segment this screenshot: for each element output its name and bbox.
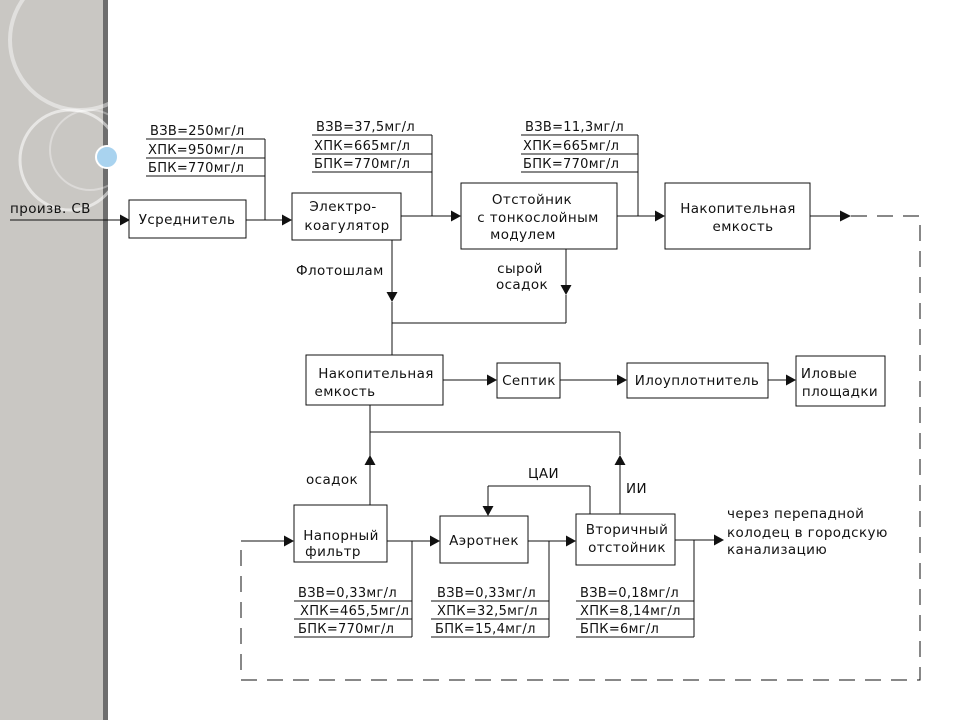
svg-text:ХПК=8,14мг/л: ХПК=8,14мг/л	[580, 604, 681, 619]
aerotank-label: Аэротнек	[449, 533, 519, 549]
svg-text:ХПК=665мг/л: ХПК=665мг/л	[314, 139, 410, 154]
pressure-filter-label-1: Напорный	[303, 528, 379, 544]
raw-sediment-label-2: осадок	[496, 277, 548, 293]
bubble-icon	[95, 145, 119, 169]
cai-label: ЦАИ	[528, 466, 559, 482]
storage-mid-label-2: емкость	[315, 384, 376, 400]
svg-text:БПК=770мг/л: БПК=770мг/л	[148, 161, 244, 176]
pressure-filter-label-2: фильтр	[305, 544, 361, 560]
storage-top-label-2: емкость	[713, 219, 774, 235]
outlet-label-3: канализацию	[727, 542, 827, 558]
electrocoagulator-label-1: Электро-	[309, 199, 376, 215]
sludge-thickener-box	[626, 362, 769, 399]
svg-text:БПК=770мг/л: БПК=770мг/л	[314, 157, 410, 172]
svg-text:ВЗВ=37,5мг/л: ВЗВ=37,5мг/л	[316, 120, 415, 135]
sediment-label: осадок	[306, 472, 358, 488]
settler-box	[460, 182, 618, 250]
storage-top-box	[664, 182, 811, 250]
svg-text:БПК=770мг/л: БПК=770мг/л	[298, 622, 394, 637]
sludge-thickener-label: Илоуплотнитель	[635, 373, 760, 389]
flotosludge-label: Флотошлам	[296, 263, 384, 279]
svg-text:ХПК=465,5мг/л: ХПК=465,5мг/л	[300, 604, 409, 619]
settler-label-3: модулем	[490, 227, 556, 243]
septic-box	[496, 362, 561, 399]
decorative-sidebar	[0, 0, 152, 720]
secondary-settler-label-2: отстойник	[588, 540, 666, 556]
params-top2: ВЗВ=37,5мг/л ХПК=665мг/л БПК=770мг/л	[312, 120, 433, 216]
input-label: произв. СВ	[10, 201, 91, 217]
params-top1: ВЗВ=250мг/л ХПК=950мг/л БПК=770мг/л	[146, 124, 266, 220]
raw-sediment-label-1: сырой	[497, 261, 543, 277]
params-bot1: ВЗВ=0,33мг/л ХПК=465,5мг/л БПК=770мг/л	[294, 541, 413, 638]
outlet-label-1: через перепадной	[727, 506, 864, 522]
params-bot3: ВЗВ=0,18мг/л ХПК=8,14мг/л БПК=6мг/л	[576, 540, 695, 638]
sludge-beds-box	[795, 355, 886, 407]
electrocoagulator-box	[291, 192, 402, 241]
averager-box	[128, 199, 247, 239]
svg-text:ХПК=32,5мг/л: ХПК=32,5мг/л	[437, 604, 538, 619]
septic-label: Септик	[502, 373, 556, 389]
svg-text:ВЗВ=0,18мг/л: ВЗВ=0,18мг/л	[580, 586, 679, 601]
svg-text:ХПК=950мг/л: ХПК=950мг/л	[148, 143, 244, 158]
pressure-filter-box	[293, 504, 388, 563]
svg-text:ХПК=665мг/л: ХПК=665мг/л	[523, 139, 619, 154]
secondary-settler-box	[575, 513, 676, 566]
params-top3: ВЗВ=11,3мг/л ХПК=665мг/л БПК=770мг/л	[521, 120, 639, 216]
settler-label-1: Отстойник	[492, 192, 572, 208]
ii-label: ИИ	[626, 481, 647, 497]
secondary-settler-label-1: Вторичный	[586, 522, 669, 538]
sludge-beds-label-2: площадки	[802, 384, 878, 400]
svg-text:ВЗВ=0,33мг/л: ВЗВ=0,33мг/л	[298, 586, 397, 601]
aerotank-box	[439, 515, 529, 564]
svg-text:ВЗВ=0,33мг/л: ВЗВ=0,33мг/л	[437, 586, 536, 601]
storage-top-label-1: Накопительная	[680, 201, 796, 217]
settler-label-2: с тонкослойным	[477, 210, 598, 226]
svg-text:БПК=15,4мг/л: БПК=15,4мг/л	[435, 622, 536, 637]
electrocoagulator-label-2: коагулятор	[304, 218, 389, 234]
svg-text:БПК=6мг/л: БПК=6мг/л	[580, 622, 659, 637]
svg-text:ВЗВ=250мг/л: ВЗВ=250мг/л	[150, 124, 245, 139]
svg-text:ВЗВ=11,3мг/л: ВЗВ=11,3мг/л	[525, 120, 624, 135]
storage-mid-label-1: Накопительная	[318, 366, 434, 382]
params-bot2: ВЗВ=0,33мг/л ХПК=32,5мг/л БПК=15,4мг/л	[431, 541, 550, 638]
recycle-dashed-line	[240, 215, 921, 681]
outlet-label-2: колодец в городскую	[727, 525, 888, 541]
svg-text:БПК=770мг/л: БПК=770мг/л	[523, 157, 619, 172]
averager-label: Усреднитель	[139, 212, 236, 228]
sludge-beds-label-1: Иловые	[801, 366, 857, 382]
